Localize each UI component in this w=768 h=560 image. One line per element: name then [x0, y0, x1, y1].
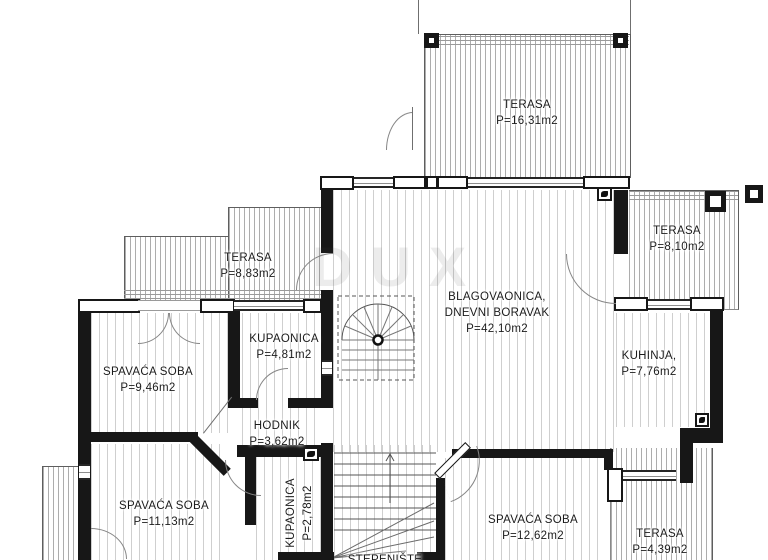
pier	[437, 176, 468, 189]
room-name: SPAVAĆA SOBA	[119, 500, 209, 512]
room-name: KUPAONICA	[284, 478, 297, 548]
spiral-stair	[337, 295, 415, 381]
wall-bedroom-divider	[90, 432, 198, 442]
living-floor	[333, 190, 614, 452]
room-area: P=7,76m2	[621, 366, 677, 379]
window	[234, 300, 303, 311]
kitchen-floor	[616, 313, 709, 427]
wall-bath1-bottom-b	[288, 398, 321, 408]
room-label-terasa-left: TERASA P=8,83m2	[220, 250, 275, 282]
pier	[393, 176, 426, 189]
wall-kitchen-jog-h	[680, 428, 723, 443]
room-area: P=4,81m2	[256, 349, 312, 362]
room-area: P=42,10m2	[466, 323, 528, 336]
terrace-post	[705, 191, 726, 212]
room-area: P=4,39m2	[632, 544, 688, 557]
room-name: TERASA	[503, 99, 551, 111]
room-label-spavaca1: SPAVAĆA SOBA P=9,46m2	[103, 364, 193, 396]
pier	[303, 299, 322, 313]
pier	[607, 468, 623, 502]
window-inset	[79, 464, 90, 480]
room-name: KUHINJA,	[621, 350, 677, 362]
window-inset	[322, 360, 332, 376]
room-label-kuhinja: KUHINJA, P=7,76m2	[621, 348, 676, 380]
wall-west-stair	[321, 443, 333, 560]
room-label-kupaonica: KUPAONICA P=4,81m2	[249, 331, 319, 363]
room-name: KUPAONICA	[249, 333, 319, 345]
wall-west-upper	[321, 176, 333, 253]
room-label-living: BLAGOVAONICA, DNEVNI BORAVAK P=42,10m2	[445, 289, 550, 337]
room-name: STEPENIŠTE	[347, 554, 423, 560]
room-label-terasa-top: TERASA P=16,31m2	[496, 97, 558, 129]
terrace-top-floor	[424, 34, 631, 178]
room-name: SPAVAĆA SOBA	[103, 366, 193, 378]
room-area: P=9,46m2	[120, 382, 176, 395]
door-arc	[386, 112, 413, 150]
watermark: DUX	[312, 235, 485, 298]
downspout-icon	[695, 413, 709, 427]
wall-left-outer	[78, 299, 91, 560]
door-arc	[225, 460, 261, 496]
wall-bath2-top	[237, 445, 321, 457]
window	[354, 177, 393, 188]
room-area: P=2,78m2	[302, 485, 314, 541]
wall-west-mid	[321, 290, 333, 408]
staircase	[334, 452, 436, 559]
downspout-icon	[303, 447, 319, 461]
room-label-hodnik: HODNIK P=3,62m2	[249, 418, 304, 450]
room-name: TERASA	[224, 252, 272, 264]
terrace-bottom-left-floor	[42, 466, 79, 560]
terrace-post	[424, 33, 439, 48]
room-area: P=12,62m2	[502, 530, 564, 543]
room-label-kupaonica2: KUPAONICA P=2,78m2	[283, 478, 318, 548]
terrace-bottom-right-floor	[610, 448, 713, 560]
door-leaf-line	[412, 107, 413, 150]
room-name: BLAGOVAONICA,	[448, 291, 546, 303]
room-area: P=3,62m2	[249, 436, 305, 449]
door-opening	[138, 300, 200, 311]
room-area: P=11,13m2	[133, 516, 195, 529]
room-label-spavaca3: SPAVAĆA SOBA P=12,62m2	[488, 512, 578, 544]
room-name2: DNEVNI BORAVAK	[444, 307, 550, 320]
pier	[320, 176, 354, 190]
roof-outline-right	[630, 0, 631, 34]
room-name: HODNIK	[253, 420, 301, 432]
room-name: SPAVAĆA SOBA	[488, 514, 578, 526]
wall-bedroom3-top	[452, 449, 613, 458]
pier	[200, 299, 235, 313]
room-label-terasa-right: TERASA P=8,10m2	[649, 223, 704, 255]
window	[648, 299, 690, 310]
downspout-icon	[597, 187, 612, 201]
window	[468, 177, 583, 188]
window	[623, 470, 676, 481]
room-label-stepeniste: STEPENIŠTE	[348, 552, 423, 560]
roof-outline-left	[418, 0, 419, 34]
pier	[614, 297, 648, 311]
room-label-spavaca2: SPAVAĆA SOBA P=11,13m2	[119, 498, 209, 530]
room-area: P=8,83m2	[220, 268, 276, 281]
wall-bath1-left	[228, 311, 240, 408]
room-label-terasa-br: TERASA P=4,39m2	[632, 526, 687, 558]
wall-kitchen-jog-v	[680, 441, 693, 483]
chimney-post	[745, 185, 763, 203]
terrace-top-beams	[424, 36, 629, 48]
pier	[78, 299, 140, 313]
wall-bath1-bottom-a	[228, 398, 258, 408]
wall-bedroom3-left	[436, 478, 445, 560]
pier	[690, 297, 724, 311]
terrace-post	[613, 33, 628, 48]
wall-living-right-upper	[614, 190, 628, 254]
terrace-right-beams	[629, 191, 738, 201]
room-name: TERASA	[653, 225, 701, 237]
wall-bottom-stub-b	[417, 552, 439, 560]
wall-bedroom3-stub	[604, 449, 613, 470]
bedroom3-floor	[445, 458, 605, 560]
terrace-left-beams	[124, 290, 321, 300]
room-area: P=16,31m2	[496, 115, 558, 128]
wall-kitchen-right	[710, 297, 723, 443]
room-name: TERASA	[636, 528, 684, 540]
wall-bottom-stub-a	[278, 552, 334, 560]
room-area: P=8,10m2	[649, 241, 705, 254]
bath2-floor	[256, 457, 321, 560]
